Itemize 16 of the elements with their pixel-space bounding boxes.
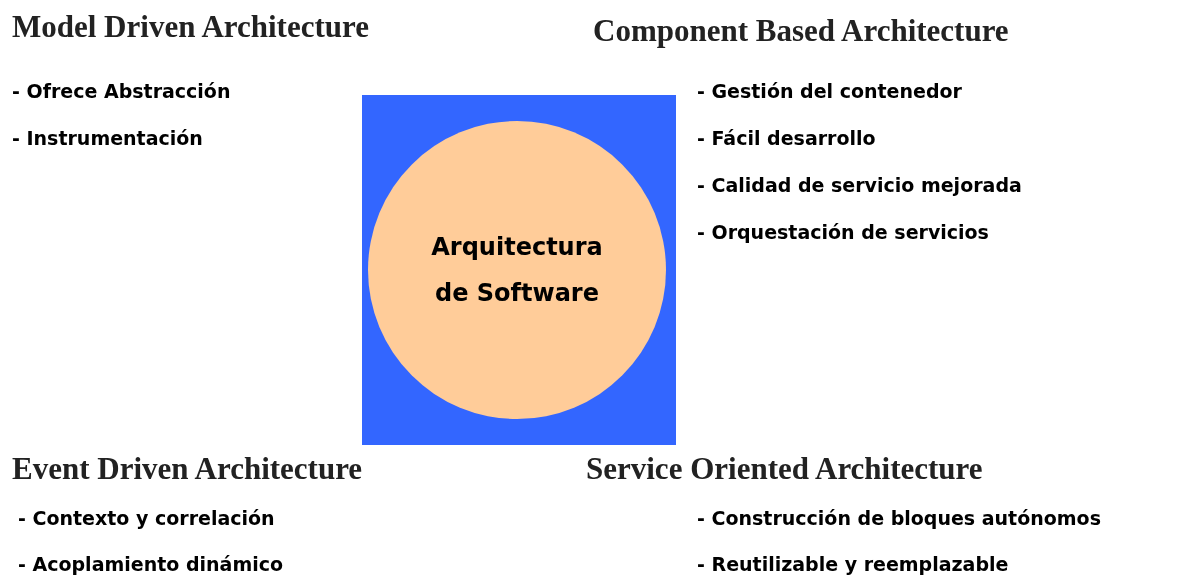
section-heading: Model Driven Architecture (12, 8, 369, 46)
list-item: - Ofrece Abstracción (12, 79, 231, 103)
square-panel (362, 95, 676, 445)
list-item: - Fácil desarrollo (697, 126, 876, 150)
section-heading: Component Based Architecture (593, 12, 1009, 50)
list-item: - Construcción de bloques autónomos (697, 506, 1101, 530)
list-item: - Gestión del contenedor (697, 79, 962, 103)
list-item: - Calidad de servicio mejorada (697, 173, 1022, 197)
list-item: - Instrumentación (12, 126, 203, 150)
section-heading: Service Oriented Architecture (586, 450, 983, 488)
list-item: - Contexto y correlación (18, 506, 275, 530)
list-item: - Acoplamiento dinámico (18, 552, 284, 576)
section-heading: Event Driven Architecture (12, 450, 363, 488)
node-label: Arquitectura de Software (430, 232, 604, 309)
list-item: - Orquestación de servicios (697, 220, 989, 244)
list-item: - Reutilizable y reemplazable (697, 552, 1009, 576)
